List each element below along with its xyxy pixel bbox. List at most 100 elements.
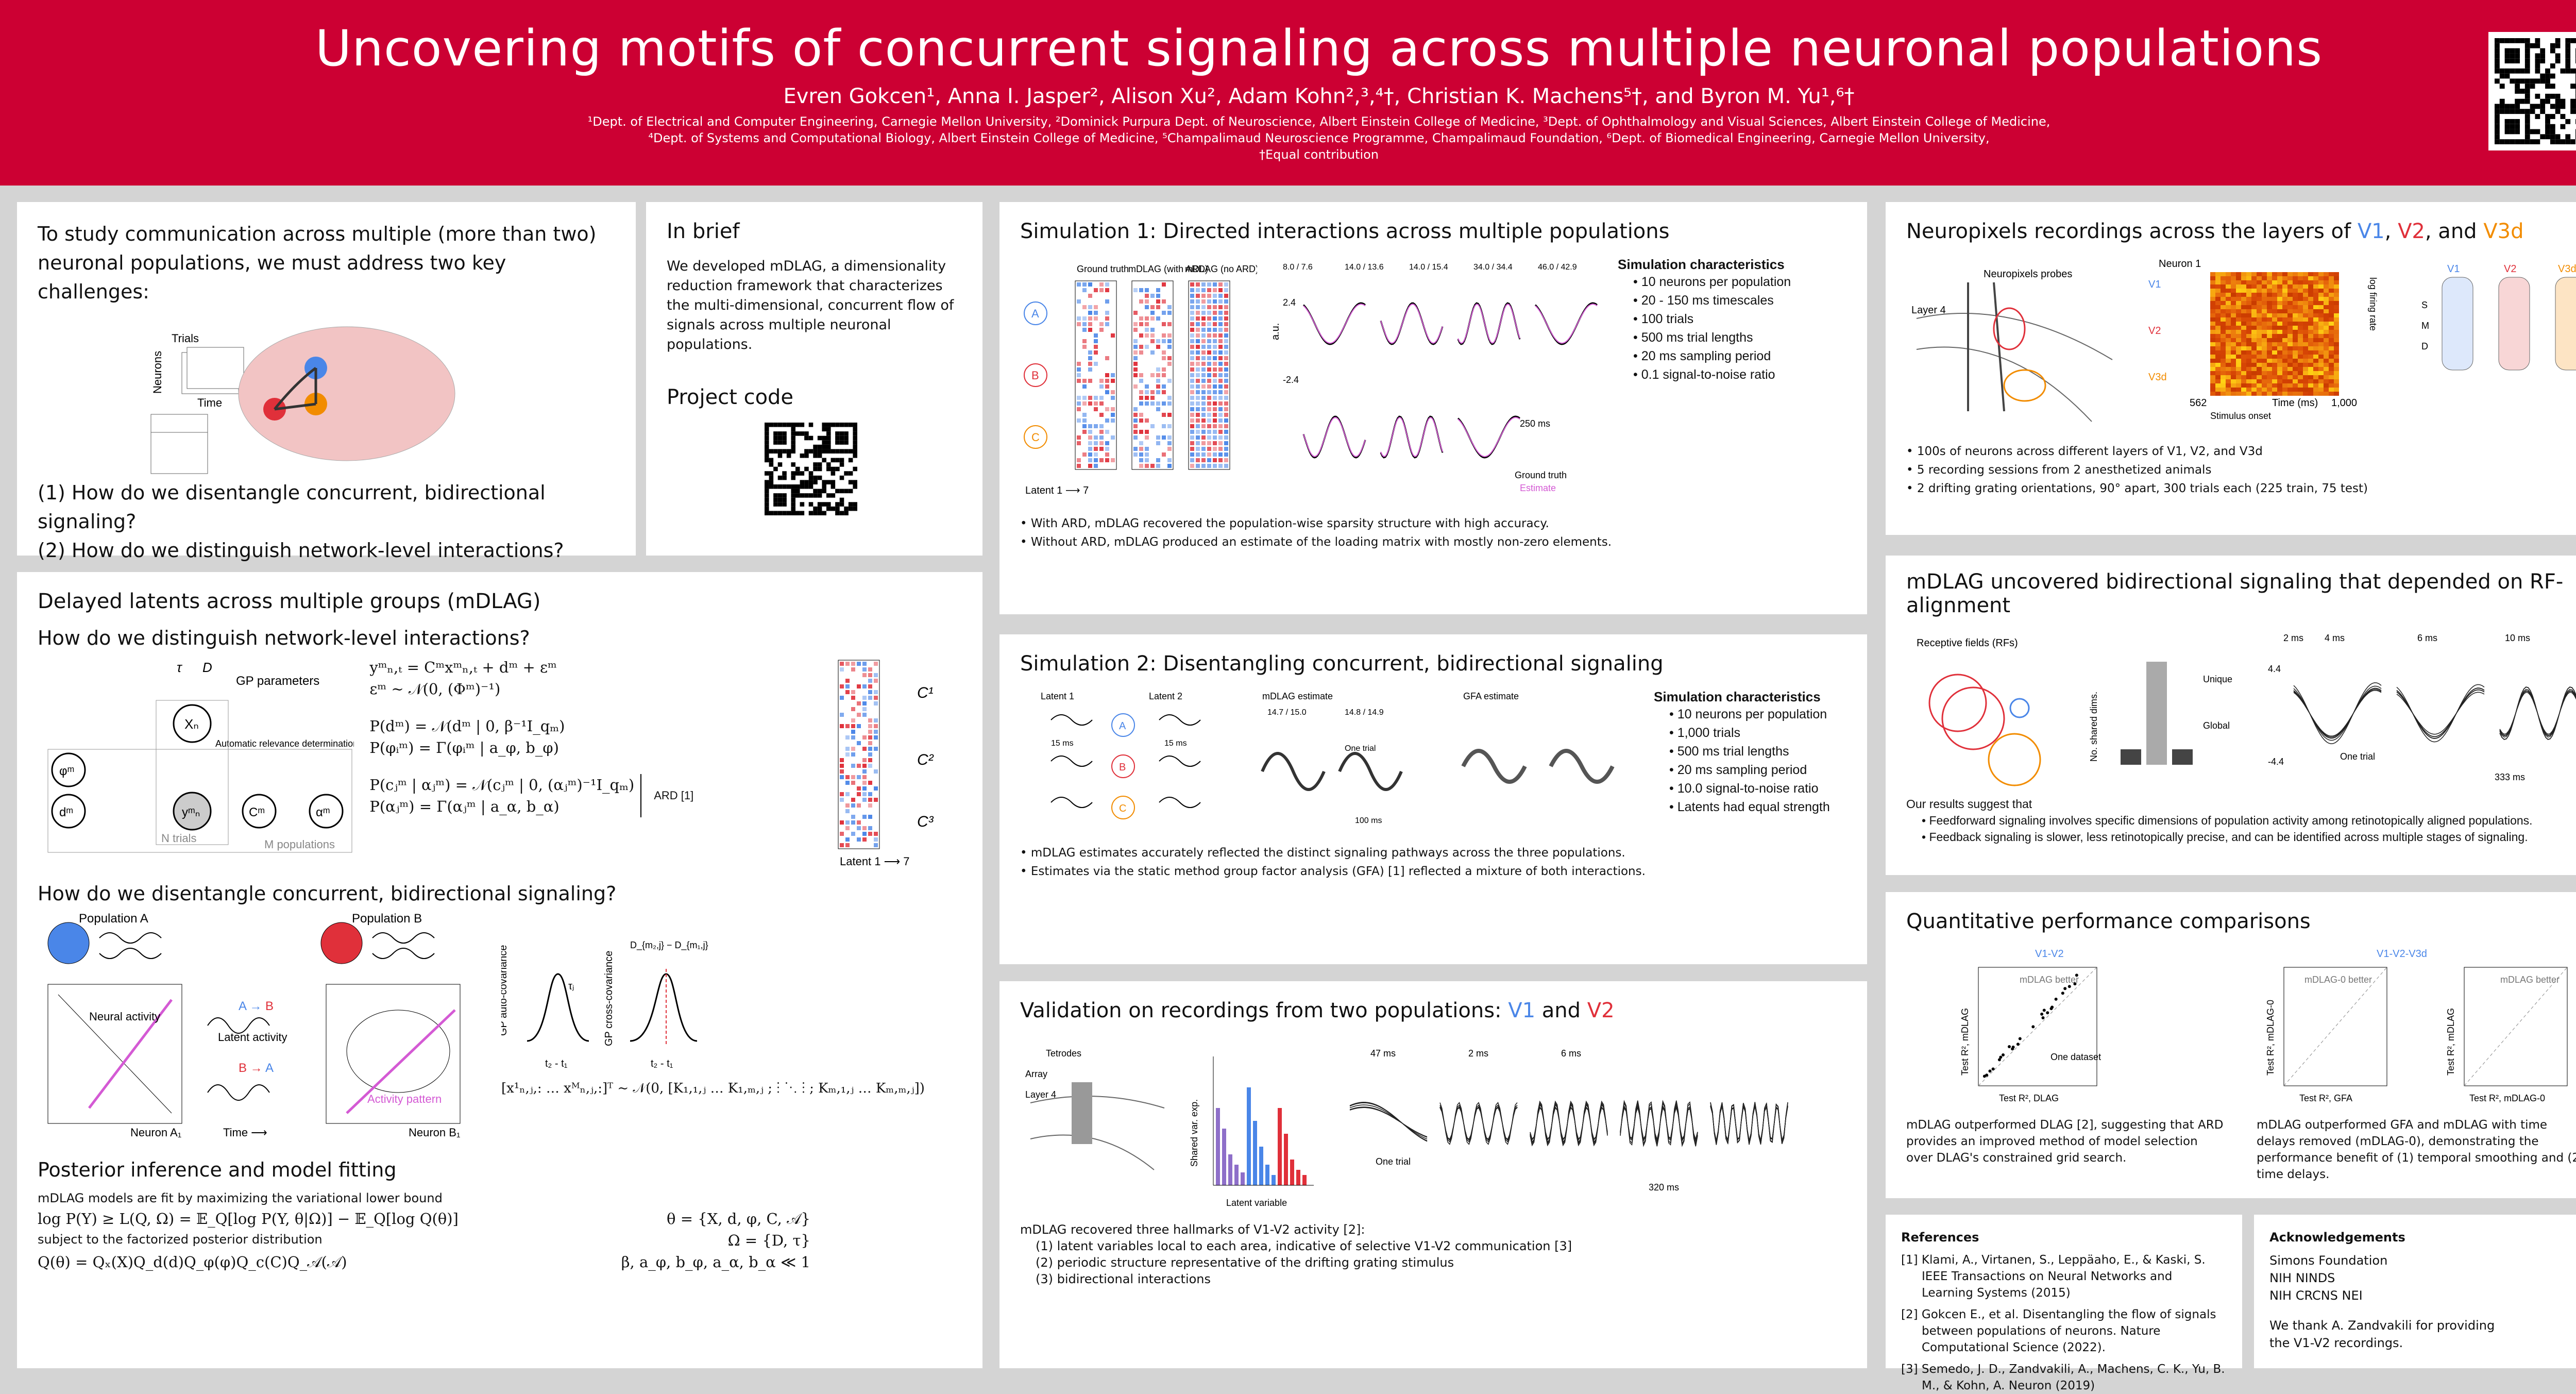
equation: P(αⱼᵐ) = Γ(αⱼᵐ | a_α, b_α) xyxy=(369,798,560,815)
loading-cell xyxy=(851,707,856,711)
loading-cell xyxy=(862,764,867,768)
heatmap-cell xyxy=(2282,289,2287,293)
heatmap-cell xyxy=(2221,363,2226,367)
heatmap-cell xyxy=(2236,326,2241,330)
heatmap-cell xyxy=(2277,317,2282,322)
qr-module xyxy=(777,475,783,480)
heatmap-cell xyxy=(2287,272,2293,276)
trial-trace xyxy=(1710,1102,1788,1145)
loading-cell xyxy=(1105,282,1109,287)
loading-cell xyxy=(1099,322,1104,326)
heatmap-cell xyxy=(2272,350,2277,355)
delay-label: 46.0 / 42.9 xyxy=(1538,263,1577,272)
qr-module xyxy=(795,466,800,472)
loading-cell xyxy=(1201,447,1206,451)
loading-cell xyxy=(1207,396,1211,400)
heatmap-cell xyxy=(2210,379,2215,383)
heatmap-cell xyxy=(2267,305,2272,309)
loading-cell xyxy=(1139,373,1143,377)
heatmap-cell xyxy=(2329,338,2334,342)
heatmap-cell xyxy=(2329,301,2334,305)
qr-module xyxy=(817,506,822,511)
loading-cell xyxy=(1190,418,1194,423)
qr-module xyxy=(2495,78,2500,84)
qr-module xyxy=(769,511,774,515)
qr-module xyxy=(853,484,857,489)
qr-module xyxy=(839,475,844,480)
qr-module xyxy=(777,493,783,498)
heatmap-cell xyxy=(2241,375,2246,379)
heatmap-cell xyxy=(2313,289,2318,293)
qr-code[interactable] xyxy=(2488,32,2576,150)
loading-cell xyxy=(1196,339,1200,343)
qr-module xyxy=(800,454,805,458)
heatmap-cell xyxy=(2272,301,2277,305)
loading-cell xyxy=(1088,435,1092,440)
heatmap-cell xyxy=(2210,297,2215,301)
loading-cell xyxy=(1213,350,1217,355)
qr-module xyxy=(2540,48,2546,54)
loading-cell xyxy=(1156,288,1160,292)
qr-module xyxy=(826,431,831,436)
qr-module xyxy=(777,449,783,454)
qr-module xyxy=(808,502,814,507)
heatmap-cell xyxy=(2262,276,2267,280)
heatmap-cell xyxy=(2277,392,2282,396)
qr-module xyxy=(2504,68,2510,74)
loading-cell xyxy=(1156,435,1160,440)
loading-cell xyxy=(1190,379,1194,383)
loading-cell xyxy=(1167,322,1172,326)
heatmap-cell xyxy=(2282,326,2287,330)
loading-cell xyxy=(1150,396,1155,400)
heatmap-cell xyxy=(2236,346,2241,350)
heatmap-cell xyxy=(2313,350,2318,355)
heatmap-cell xyxy=(2251,272,2257,276)
sim2-title: Simulation 2: Disentangling concurrent, … xyxy=(1020,652,1664,676)
heatmap-cell xyxy=(2272,383,2277,388)
heatmap-cell xyxy=(2329,342,2334,346)
data-point xyxy=(2049,1007,2053,1011)
project-qr-code[interactable] xyxy=(765,423,857,515)
qr-module xyxy=(2499,83,2505,89)
loading-cell xyxy=(1082,288,1087,292)
loading-cell xyxy=(851,667,856,671)
heatmap-cell xyxy=(2329,388,2334,392)
qr-module xyxy=(813,462,818,467)
heatmap-cell xyxy=(2329,297,2334,301)
heatmap-cell xyxy=(2334,301,2339,305)
heatmap-cell xyxy=(2236,379,2241,383)
loading-cell xyxy=(1167,441,1172,445)
loading-cell xyxy=(1088,396,1092,400)
heatmap-cell xyxy=(2324,363,2329,367)
heatmap-cell xyxy=(2334,355,2339,359)
qr-module xyxy=(769,480,774,484)
heatmap-cell xyxy=(2236,313,2241,317)
heatmap-cell xyxy=(2282,363,2287,367)
qr-module xyxy=(2565,43,2571,48)
ground-truth-trace xyxy=(1380,302,1444,345)
qr-module xyxy=(848,458,853,463)
qr-module xyxy=(839,489,844,494)
heatmap-cell xyxy=(2215,289,2221,293)
qr-module xyxy=(813,454,818,458)
loading-cell xyxy=(868,781,873,785)
loading-cell xyxy=(1190,373,1194,377)
heatmap-cell xyxy=(2277,330,2282,334)
qr-module xyxy=(835,489,840,494)
heatmap-cell xyxy=(2215,355,2221,359)
heatmap-cell xyxy=(2215,392,2221,396)
loading-cell xyxy=(1190,430,1194,434)
heatmap-cell xyxy=(2241,334,2246,338)
qr-module xyxy=(782,471,787,476)
heatmap-cell xyxy=(2246,284,2251,289)
heatmap-cell xyxy=(2251,326,2257,330)
estimate-trace xyxy=(1458,303,1520,344)
qr-module xyxy=(2524,43,2530,48)
loading-cell xyxy=(1088,430,1092,434)
heatmap-cell xyxy=(2287,342,2293,346)
loading-cell xyxy=(1099,424,1104,428)
loading-cell xyxy=(1213,452,1217,457)
heatmap-cell xyxy=(2298,305,2303,309)
estimate-trace xyxy=(1303,303,1366,344)
